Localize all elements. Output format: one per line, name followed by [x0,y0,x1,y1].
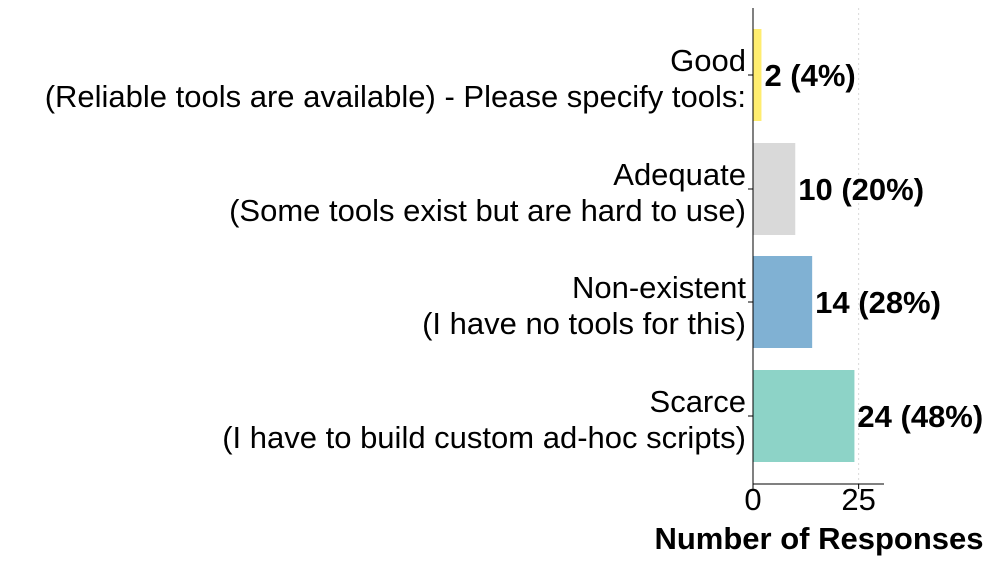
bar [753,256,813,348]
label-layer: 2 (4%) 10 (20%) 14 (28%) 24 (48%) [764,58,983,434]
x-axis-title: Number of Responses [654,521,983,556]
category-label-layer: Good(Reliable tools are available) - Ple… [45,43,747,455]
tick-layer: 0 25 [744,74,876,517]
category-label: Non-existent(I have no tools for this) [422,270,746,341]
category-label: Scarce(I have to build custom ad-hoc scr… [222,384,746,455]
bar-value-label: 14 (28%) [815,285,941,320]
bar-value-label: 10 (20%) [798,172,924,207]
bar [753,370,855,462]
x-tick-label: 0 [744,482,761,517]
bar [753,143,796,235]
x-tick-label: 25 [841,482,875,517]
bar [753,29,762,121]
category-label: Adequate(Some tools exist but are hard t… [229,157,746,228]
bar-value-label: 24 (48%) [857,399,983,434]
bar-value-label: 2 (4%) [764,58,855,93]
bar-layer [753,29,855,462]
category-label: Good(Reliable tools are available) - Ple… [45,43,746,114]
